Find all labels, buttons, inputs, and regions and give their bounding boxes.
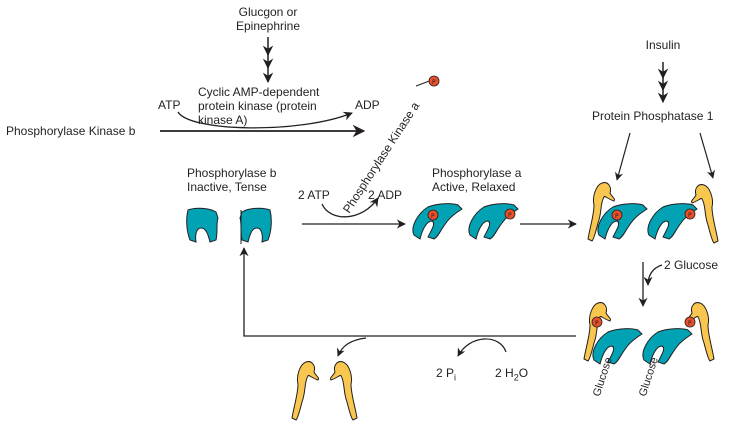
- two-atp-curve-arrow: [321, 197, 379, 218]
- phosphorylase-b-label: Phosphorylase b Inactive, Tense: [187, 166, 276, 194]
- two-adp-label: 2 ADP: [368, 188, 403, 202]
- two-pi-sub: i: [454, 372, 457, 383]
- water-suffix: O: [518, 366, 529, 380]
- protein-phosphatase-1-label: Protein Phosphatase 1: [592, 109, 714, 123]
- adp-label: ADP: [355, 98, 380, 112]
- water-label: 2 H2O: [495, 366, 528, 384]
- phosphorylase-a-label: Phosphorylase a Active, Relaxed: [432, 166, 521, 194]
- phos-a-line-1: Phosphorylase a: [432, 166, 522, 180]
- phosphorylase-a-enzyme: [412, 203, 519, 240]
- atp-adp-curve-arrow: [177, 111, 353, 129]
- return-to-b-arrow: [239, 247, 576, 337]
- atp-label: ATP: [158, 98, 181, 112]
- phosphorylase-kinase-b-label: Phosphorylase Kinase b: [6, 124, 136, 138]
- two-glucose-label: 2 Glucose: [664, 258, 719, 272]
- hormone-line-1: Glucgon or: [238, 5, 298, 19]
- water-sub: 2: [513, 372, 519, 383]
- pka-line-2: protein kinase (protein: [198, 99, 317, 113]
- two-pi-prefix: 2 P: [436, 366, 455, 380]
- phos-b-line-1: Phosphorylase b: [187, 166, 277, 180]
- two-pi-label: 2 Pi: [436, 366, 456, 384]
- pka-label: Cyclic AMP-dependent protein kinase (pro…: [198, 85, 319, 127]
- hormone-line-2: Epinephrine: [235, 19, 301, 33]
- phos-a-line-2: Active, Relaxed: [432, 180, 516, 194]
- phosphorylase-b-enzyme: [186, 207, 272, 244]
- pka-line-1: Cyclic AMP-dependent: [198, 85, 320, 99]
- kinase-a-phosphate-icon: [428, 75, 440, 87]
- pka-line-3: kinase A): [198, 113, 248, 127]
- water-prefix: 2 H: [495, 366, 514, 380]
- two-atp-label: 2 ATP: [298, 188, 330, 202]
- glucose-bound-complex: [583, 302, 715, 365]
- insulin-label: Insulin: [645, 38, 681, 52]
- hormone-label: Glucgon or Epinephrine: [220, 5, 316, 33]
- released-phosphatase: [291, 361, 358, 421]
- phosphatase-bound-complex: [587, 182, 719, 244]
- phos-b-line-2: Inactive, Tense: [187, 180, 267, 194]
